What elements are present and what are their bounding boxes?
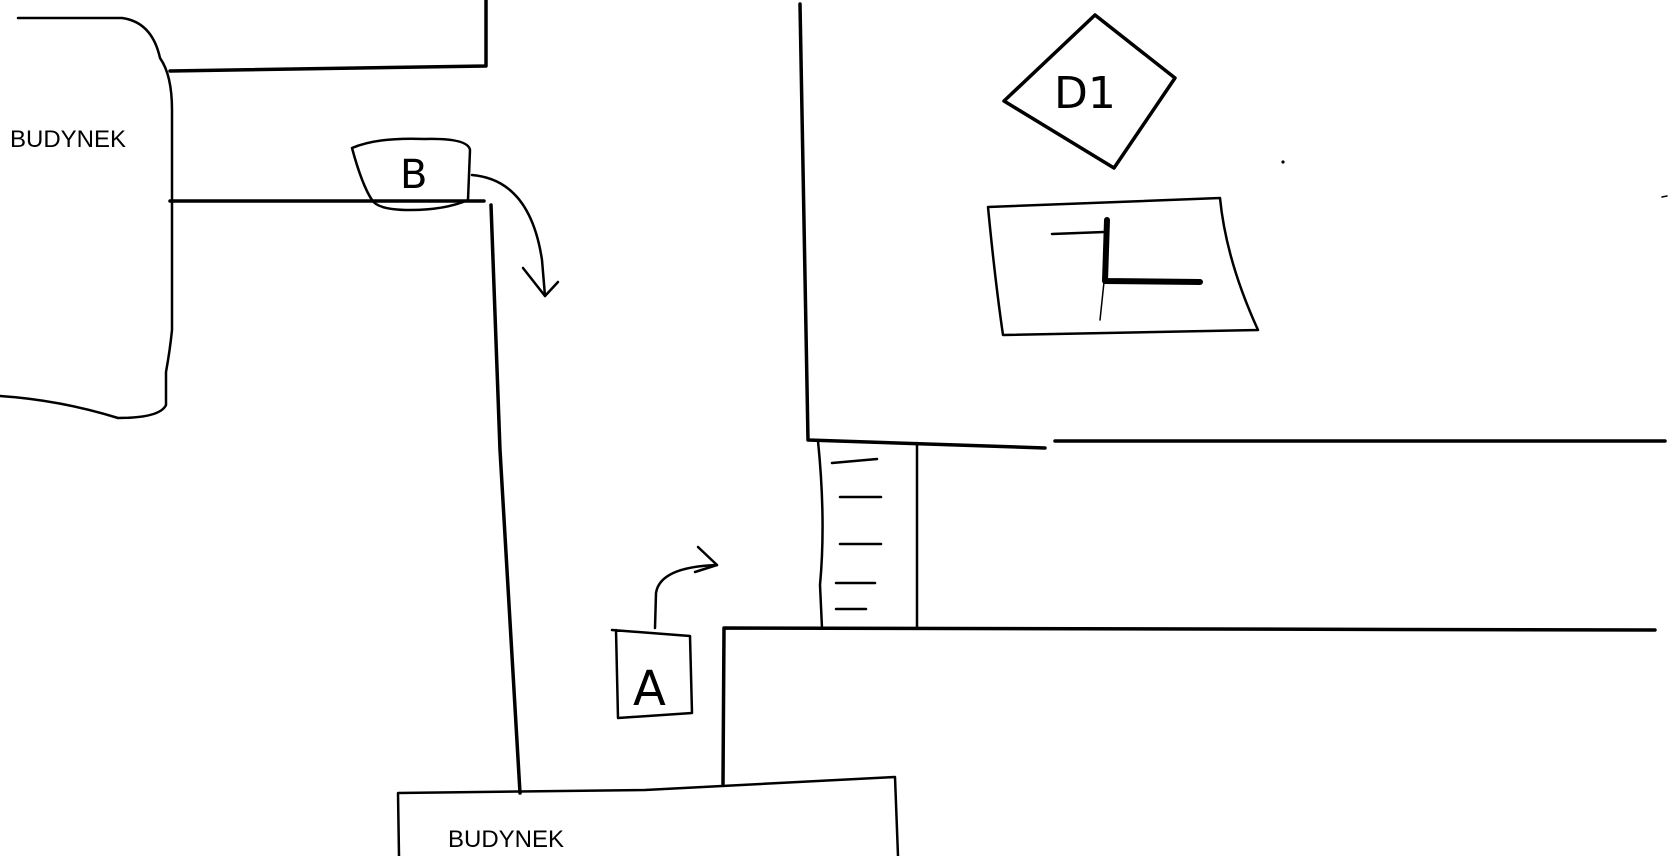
car-a-arrow xyxy=(653,545,719,630)
main-street-left-edge xyxy=(489,203,522,795)
sign-d1-label: D1 xyxy=(1054,68,1116,119)
car-b-label: B xyxy=(400,152,427,198)
upper-left-street xyxy=(168,0,488,203)
car-a-label: A xyxy=(633,661,666,717)
car-b-arrow xyxy=(470,173,560,298)
right-block-edge xyxy=(798,2,1667,450)
pedestrian-crossing xyxy=(816,439,883,630)
building-top-left-label: BUDYNEK xyxy=(10,126,126,153)
stray-mark xyxy=(1661,195,1668,198)
car-b: B xyxy=(350,137,472,212)
stray-dot xyxy=(1281,160,1285,164)
building-bottom-label: BUDYNEK xyxy=(448,826,564,853)
building-bottom: BUDYNEK xyxy=(396,775,900,858)
car-a: A xyxy=(610,628,694,720)
sign-d1: D1 xyxy=(1002,13,1177,170)
sign-plate xyxy=(986,196,1260,337)
building-top-left: BUDYNEK xyxy=(0,16,174,420)
right-side-street xyxy=(721,441,1657,786)
